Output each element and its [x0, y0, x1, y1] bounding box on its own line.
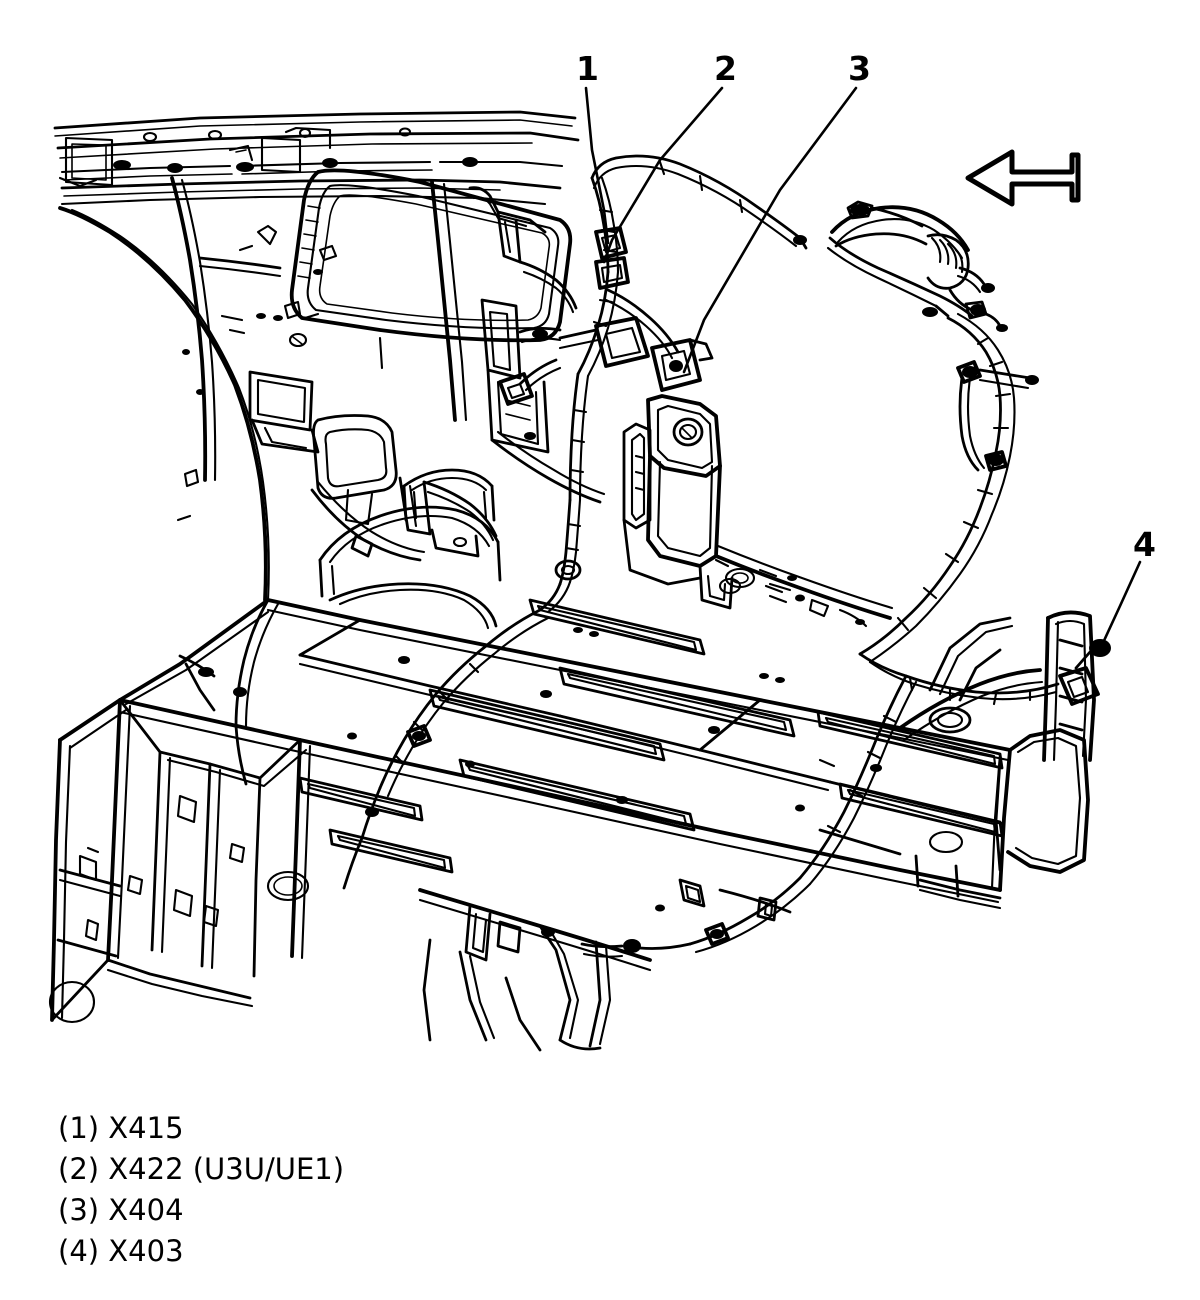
- wheelhouse-bracket: [622, 394, 894, 628]
- rocker-sill-structure: [48, 698, 312, 1024]
- wiring-harness: [498, 154, 808, 614]
- legend-item-1: (1) X415: [58, 1111, 184, 1145]
- quarter-panel-structure: [58, 168, 573, 602]
- leader-line-1: [584, 86, 610, 245]
- callout-numbers: 1 2 3 4: [576, 49, 1156, 564]
- legend-item-4: (4) X403: [58, 1234, 184, 1268]
- rear-floor-pan: [118, 468, 1012, 912]
- callout-number-4: 4: [1133, 525, 1156, 564]
- legend: (1) X415 (2) X422 (U3U/UE1) (3) X404 (4)…: [58, 1108, 758, 1272]
- left-floor-harness: [178, 598, 550, 890]
- forward-direction-arrow: [965, 149, 1081, 207]
- legend-item-3: (3) X404: [58, 1193, 184, 1227]
- rear-crossmember: [418, 878, 792, 1052]
- center-pillar-panel: [430, 180, 606, 504]
- legend-item-2: (2) X422 (U3U/UE1): [58, 1152, 345, 1186]
- misc-details: [86, 224, 836, 928]
- callout-leaders: [584, 86, 1142, 647]
- leader-line-3: [682, 86, 858, 374]
- leader-line-4: [1100, 560, 1142, 647]
- right-harness-bundle: [826, 200, 1008, 332]
- callout-number-1: 1: [576, 49, 599, 88]
- callout-number-2: 2: [714, 49, 737, 88]
- long-harness-sweep: [580, 312, 1111, 958]
- roof-rail-structure: [53, 110, 580, 206]
- leader-line-2: [602, 86, 724, 264]
- vehicle-body-diagram: 1 2 3 4: [48, 49, 1156, 1052]
- callout-number-3: 3: [848, 49, 871, 88]
